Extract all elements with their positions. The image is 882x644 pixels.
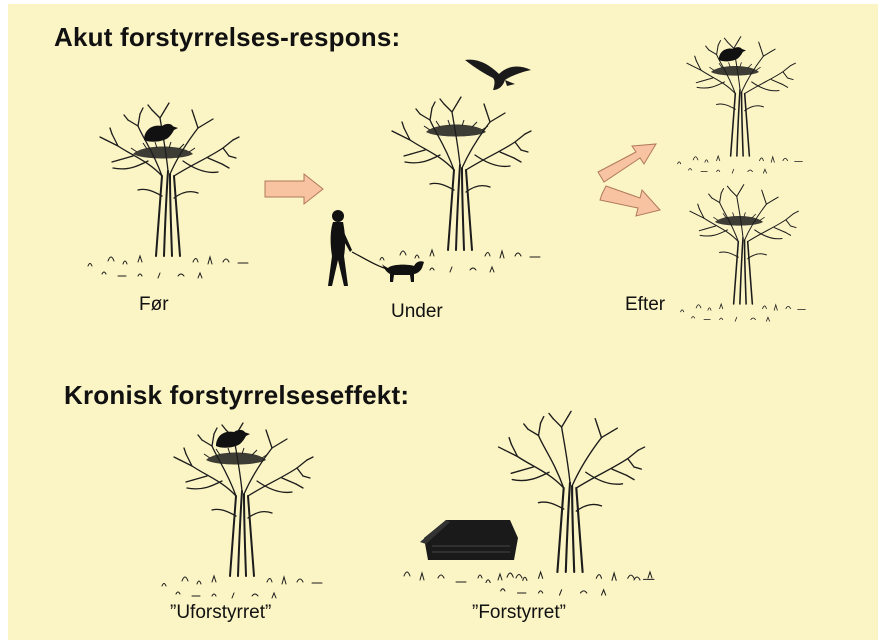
illustration-canvas <box>87 35 807 599</box>
dog-icon <box>382 261 424 282</box>
bird-on-nest-undisturbed <box>216 429 250 448</box>
tree-after-abandoned <box>679 183 807 322</box>
cabin-icon <box>420 520 518 560</box>
label-disturbed: ”Forstyrret” <box>472 602 566 623</box>
label-after: Efter <box>625 294 666 315</box>
nest-before <box>130 141 196 159</box>
person-walking-icon <box>328 210 352 286</box>
nest-after-abandoned <box>713 211 765 227</box>
arrow-to-after-bottom <box>599 185 661 217</box>
label-undisturbed: ”Uforstyrret” <box>170 602 272 623</box>
nest-after-returned <box>709 62 761 76</box>
label-before: Før <box>139 294 169 315</box>
ground-sketch-disturbed <box>403 570 653 583</box>
tree-after-returned <box>676 35 804 174</box>
tree-during <box>379 96 541 273</box>
acute-response-heading: Akut forstyrrelses-respons: <box>54 22 401 52</box>
bird-on-nest-before <box>144 123 178 142</box>
flying-bird <box>465 59 531 90</box>
arrow-to-after-top <box>597 143 657 183</box>
tree-disturbed <box>484 410 656 597</box>
chronic-effect-heading: Kronisk forstyrrelseseffekt: <box>64 380 410 410</box>
nest-during <box>423 119 489 137</box>
bird-on-nest-after <box>718 47 746 62</box>
diagram-slide: Akut forstyrrelses-respons: Før Under Ef… <box>8 4 878 640</box>
label-during: Under <box>391 301 443 322</box>
tree-undisturbed <box>161 422 323 599</box>
arrow-before-to-during <box>264 172 324 206</box>
